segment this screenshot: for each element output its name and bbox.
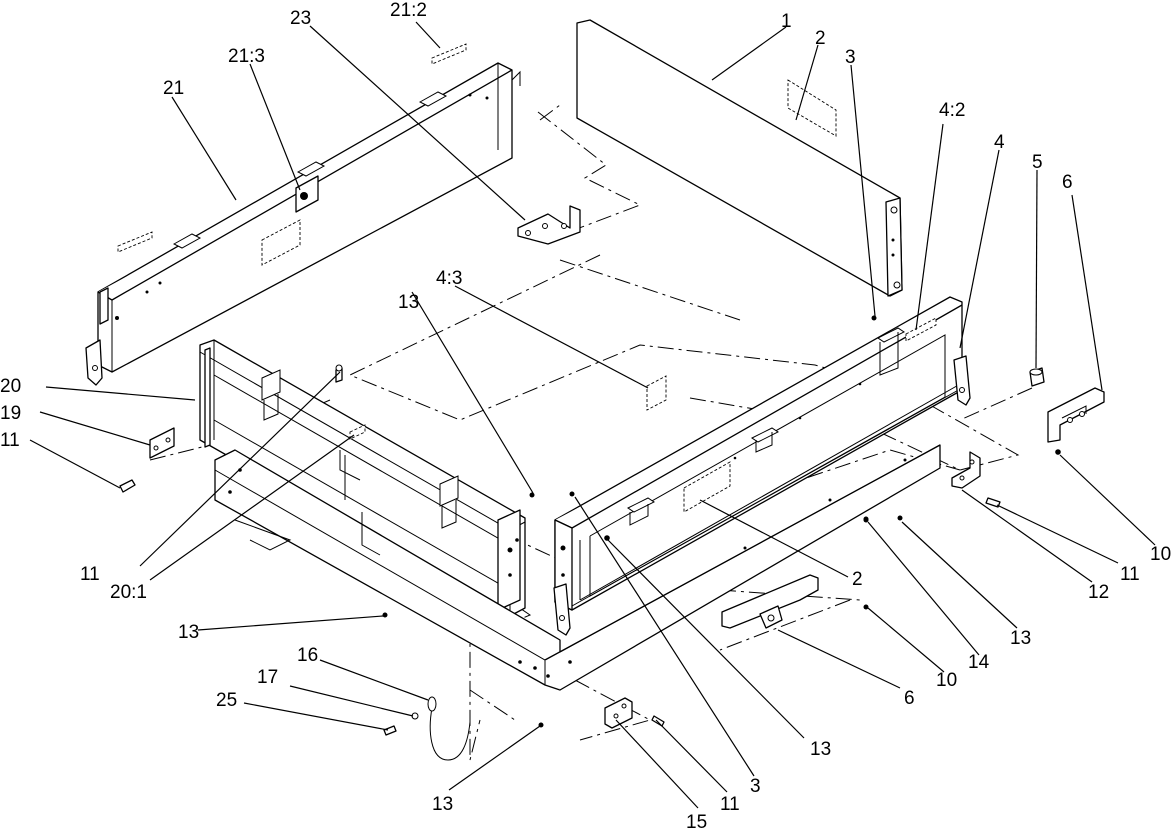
callout-13: 13 (810, 739, 831, 760)
callout-13: 13 (398, 292, 419, 313)
left-bed-frame (199, 339, 526, 617)
leader-lines (29, 21, 1156, 809)
callout-16: 16 (297, 645, 318, 666)
callout-13: 13 (1010, 628, 1031, 649)
callout-11: 11 (720, 794, 740, 815)
decal-21-2 (117, 43, 467, 253)
callout-20-1: 20:1 (110, 582, 147, 603)
callout-11: 11 (0, 430, 20, 451)
callout-23: 23 (290, 8, 311, 29)
callout-6: 6 (1062, 172, 1073, 193)
callout-3: 3 (750, 776, 761, 797)
left-side-panel (85, 62, 521, 386)
callout-21-2: 21:2 (390, 0, 427, 21)
callout-2: 2 (852, 569, 863, 590)
callout-2: 2 (815, 28, 826, 49)
callout-20: 20 (0, 376, 21, 397)
callout-21-3: 21:3 (228, 46, 265, 67)
callout-10: 10 (936, 670, 957, 691)
callout-11: 11 (80, 564, 100, 585)
callout-25: 25 (216, 690, 237, 711)
callout-3: 3 (845, 47, 856, 68)
right-side-panel (553, 296, 971, 636)
callout-13: 13 (432, 794, 453, 815)
callout-19: 19 (0, 403, 21, 424)
hardware (119, 315, 1105, 761)
decal-4-3 (646, 375, 667, 411)
callout-14: 14 (968, 652, 990, 673)
callout-4: 4 (994, 132, 1005, 153)
callout-10: 10 (1150, 544, 1171, 565)
callout-15: 15 (686, 812, 707, 833)
callout-21: 21 (163, 78, 184, 99)
bed-floor-frame (214, 444, 941, 691)
callout-6: 6 (904, 688, 915, 709)
bracket-23 (517, 205, 581, 245)
callout-11: 11 (1120, 564, 1140, 585)
callout-17: 17 (257, 667, 278, 688)
callout-4-3: 4:3 (436, 268, 462, 289)
callout-4-2: 4:2 (939, 100, 965, 121)
callout-1: 1 (781, 11, 792, 32)
callout-13: 13 (178, 622, 199, 643)
callout-5: 5 (1032, 152, 1043, 173)
callout-12: 12 (1088, 582, 1109, 603)
rear-headboard-panel (576, 19, 903, 297)
